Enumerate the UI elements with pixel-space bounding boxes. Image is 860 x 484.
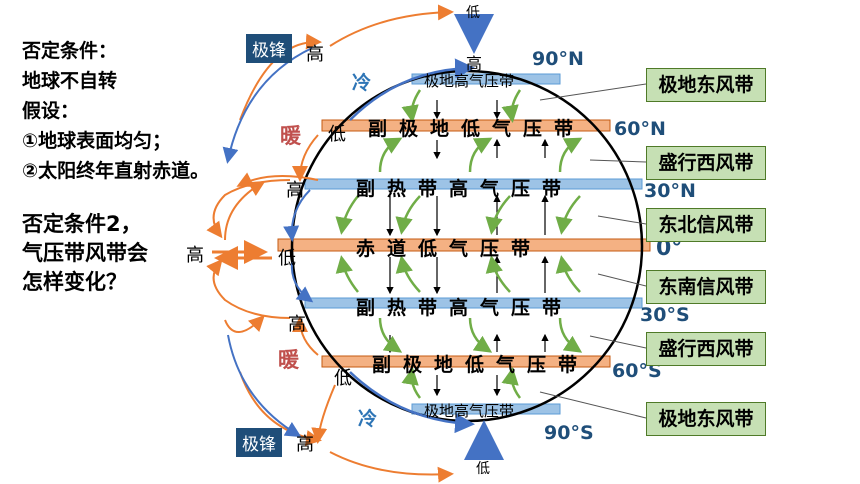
wind-box-se-trades: 东南信风带 <box>646 270 766 304</box>
equatorial-low-text: 赤道低气压带 <box>356 238 543 260</box>
polar-front-tag-s: 极锋 <box>236 428 282 457</box>
lat-30s: 30°S <box>640 304 690 326</box>
top-low-label: 低 <box>466 5 480 21</box>
subtropical-high-band-s <box>304 297 643 309</box>
lat-90n: 90°N <box>532 48 584 70</box>
circulation-arrows <box>206 4 454 483</box>
left-high-n30-label: 高 <box>286 180 304 201</box>
left-high-s30-label: 高 <box>288 314 306 335</box>
subtropical-high-text-s: 副热带高气压带 <box>356 297 574 319</box>
left-low-eq-label: 低 <box>278 248 296 269</box>
left-low-s-label: 低 <box>334 368 352 389</box>
question-line-3: 怎样变化？ <box>22 270 127 294</box>
lat-90s: 90°S <box>544 422 594 444</box>
cold-label-n: 冷 <box>352 72 372 94</box>
equatorial-low-band <box>277 238 651 252</box>
subpolar-low-band-s <box>321 355 611 368</box>
cold-label-s: 冷 <box>358 408 378 430</box>
wind-box-ne-trades: 东北信风带 <box>646 208 766 242</box>
polar-high-band-s <box>411 403 561 415</box>
left-high-n-label: 高 <box>306 44 324 65</box>
pressure-bands <box>277 73 651 415</box>
assumption-text: 否定条件： 地球不自转 假设： ①地球表面均匀； ②太阳终年直射赤道。 <box>22 36 209 186</box>
subtropical-high-band-n <box>304 178 643 190</box>
lat-30n: 30°N <box>644 180 696 202</box>
question-text: 否定条件2， 气压带风带会 怎样变化？ <box>22 210 148 297</box>
question-line-1: 否定条件2， <box>22 212 142 236</box>
condition-value: 地球不自转 <box>22 70 118 92</box>
leader-lines <box>539 83 647 419</box>
wind-arrows <box>335 89 583 399</box>
wind-box-polar-easterlies-n: 极地东风带 <box>646 68 766 102</box>
warm-label-n: 暖 <box>280 124 301 148</box>
subtropical-high-text-n: 副热带高气压带 <box>356 178 574 200</box>
subpolar-low-text-s: 副极地低气压带 <box>372 354 590 376</box>
subpolar-low-text-n: 副极地低气压带 <box>368 118 586 140</box>
subpolar-low-band-n <box>321 119 611 132</box>
assumption-title: 假设： <box>22 100 80 122</box>
left-high-s-label: 高 <box>296 434 314 455</box>
left-high-mid-label: 高 <box>186 245 204 266</box>
top-high-label: 高 <box>466 54 483 73</box>
assumption-1: ①地球表面均匀； <box>22 130 172 152</box>
left-low-n-label: 低 <box>328 124 346 145</box>
polar-high-text-n: 极地高气压带 <box>424 72 515 90</box>
lat-60n: 60°N <box>614 118 666 140</box>
cold-arrow-s <box>349 371 475 434</box>
wind-box-westerlies-s: 盛行西风带 <box>646 332 766 366</box>
assumption-2: ②太阳终年直射赤道。 <box>22 160 210 182</box>
polar-high-text-s: 极地高气压带 <box>424 402 515 420</box>
wind-box-westerlies-n: 盛行西风带 <box>646 146 766 180</box>
vertical-air-arrows <box>386 100 549 397</box>
left-blue-arrows <box>222 47 314 438</box>
question-line-2: 气压带风带会 <box>22 241 148 265</box>
polar-front-tag-n: 极锋 <box>246 34 292 63</box>
cold-arrow-n <box>349 58 475 121</box>
wind-box-polar-easterlies-s: 极地东风带 <box>646 402 766 436</box>
warm-label-s: 暖 <box>278 348 299 372</box>
bottom-low-label: 低 <box>476 461 490 477</box>
condition-title: 否定条件： <box>22 40 118 62</box>
